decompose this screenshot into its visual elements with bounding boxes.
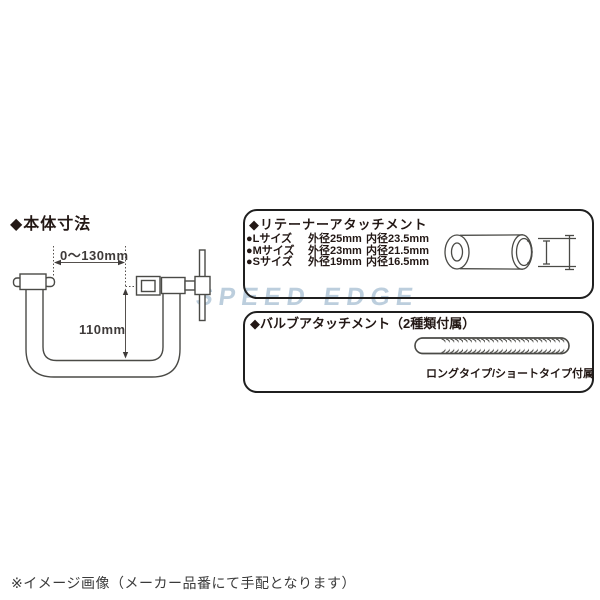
outer-diameter: 外径19mm [308,256,362,268]
width-dimension-label: 0〜130mm [60,248,129,263]
outer-diameter: 外径23mm [308,244,362,257]
retainer-box-title: ◆リテーナーアタッチメント [249,217,428,232]
body-dimensions-heading: ◆本体寸法 [10,216,92,233]
valve-attachment-box [243,311,594,393]
retainer-attachment-box [243,209,594,299]
retainer-attachment-drawing [444,234,576,271]
dimension-arrowheads [54,259,129,359]
size-name: ●Lサイズ [246,233,293,245]
valve-box-title: ◆バルブアタッチメント（2種類付属） [250,316,476,331]
outer-diameter: 外径25mm [308,233,362,245]
inner-diameter: 内径23.5mm [366,233,429,245]
size-name: ●Sサイズ [246,256,293,268]
inner-diameter: 内径21.5mm [366,244,429,257]
size-name: ●Mサイズ [246,244,295,257]
inner-diameter: 内径16.5mm [366,256,429,268]
valve-type-caption: ロングタイプ/ショートタイプ付属 [426,368,595,380]
height-dimension-label: 110mm [79,322,126,337]
dimension-lines [53,246,137,357]
clamp-body-drawing [12,249,211,378]
valve-attachment-drawing [414,337,570,355]
image-disclaimer-note: ※イメージ画像（メーカー品番にて手配となります） [11,575,357,591]
